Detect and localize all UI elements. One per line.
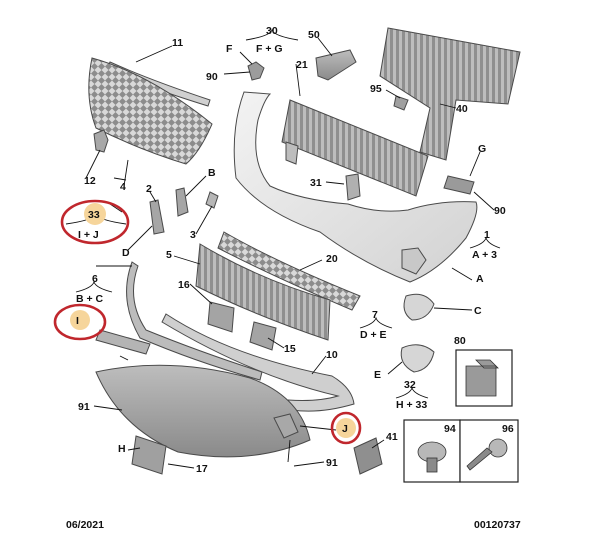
callout-labels: 11 30 F + G F 90 50 21 95 40 G 90 31 12 …	[76, 25, 514, 475]
fastener-94-drawing	[417, 441, 447, 473]
label-91-left: 91	[78, 401, 90, 413]
label-i: I	[76, 315, 79, 327]
footer-ref: 00120737	[474, 519, 521, 531]
fog-cover-e	[400, 344, 435, 373]
clip-f	[247, 61, 265, 81]
lower-lip-10	[161, 313, 355, 412]
bumper-cover	[233, 91, 478, 283]
clip-near-3	[205, 191, 219, 209]
label-c: C	[474, 305, 482, 317]
callout-circle-i	[53, 303, 107, 341]
callout-circle-33	[60, 199, 130, 245]
group-7: D + E	[360, 329, 387, 341]
label-95: 95	[370, 83, 382, 95]
label-17: 17	[196, 463, 208, 475]
label-d: D	[122, 247, 130, 259]
strip-i	[95, 329, 151, 355]
label-e: E	[374, 369, 381, 381]
support-beam-21	[281, 99, 429, 197]
grille-5	[195, 243, 331, 341]
label-50: 50	[308, 29, 320, 41]
group-1: A + 3	[472, 249, 497, 261]
label-h: H	[118, 443, 126, 455]
label-6: 6	[92, 273, 98, 285]
highlight-j	[336, 418, 356, 438]
label-15: 15	[284, 343, 296, 355]
group-33: I + J	[78, 229, 99, 241]
label-80: 80	[454, 335, 466, 347]
label-20: 20	[326, 253, 338, 265]
slat-16	[207, 301, 235, 333]
label-16: 16	[178, 279, 190, 291]
plate-h	[131, 435, 167, 475]
footer-date: 06/2021	[66, 519, 104, 531]
bracket-g	[443, 175, 475, 195]
fog-cover-c	[403, 293, 435, 321]
group-32: H + 33	[396, 399, 427, 411]
label-g: G	[478, 143, 486, 155]
label-40: 40	[456, 103, 468, 115]
carrier-frame-40	[379, 27, 521, 161]
fastener-80-drawing	[465, 359, 499, 397]
label-32: 32	[404, 379, 416, 391]
bracket-31	[345, 173, 361, 201]
bracket-30	[285, 141, 299, 165]
leader-lines	[85, 37, 495, 469]
fastener-96-drawing	[466, 438, 508, 471]
undertray	[95, 364, 311, 458]
label-b: B	[208, 167, 216, 179]
label-j: J	[342, 423, 348, 435]
label-3: 3	[190, 229, 196, 241]
bracket-b	[175, 187, 189, 217]
label-f: F	[226, 43, 233, 55]
label-11: 11	[172, 37, 183, 49]
bracket-95	[393, 95, 409, 111]
label-91-right: 91	[326, 457, 338, 469]
label-21: 21	[296, 59, 308, 71]
label-30: 30	[266, 25, 278, 37]
label-2: 2	[146, 183, 152, 195]
bracket-j	[273, 413, 299, 439]
lower-grille-20	[217, 231, 361, 311]
label-96: 96	[502, 423, 514, 435]
group-30: F + G	[256, 43, 283, 55]
label-90-right: 90	[494, 205, 506, 217]
bumper-fog-recess	[401, 247, 427, 275]
label-90-top: 90	[206, 71, 218, 83]
label-a: A	[476, 273, 484, 285]
label-31: 31	[310, 177, 322, 189]
highlight-33	[84, 203, 106, 225]
label-5: 5	[166, 249, 172, 261]
label-94: 94	[444, 423, 456, 435]
label-33: 33	[88, 209, 100, 221]
group-6: B + C	[76, 293, 104, 305]
bracket-12	[93, 129, 109, 153]
grille-4	[88, 57, 213, 165]
label-41: 41	[386, 431, 398, 443]
plate-41	[353, 437, 383, 475]
label-10: 10	[326, 349, 338, 361]
label-1: 1	[484, 229, 490, 241]
bracket-d	[149, 199, 165, 235]
slat-15	[249, 321, 277, 351]
callout-circle-j	[330, 411, 362, 445]
label-4: 4	[120, 181, 126, 193]
side-strip-6	[126, 261, 263, 381]
absorber-50	[315, 49, 357, 81]
highlight-i	[70, 310, 90, 330]
label-7: 7	[372, 309, 378, 321]
label-12: 12	[84, 175, 96, 187]
